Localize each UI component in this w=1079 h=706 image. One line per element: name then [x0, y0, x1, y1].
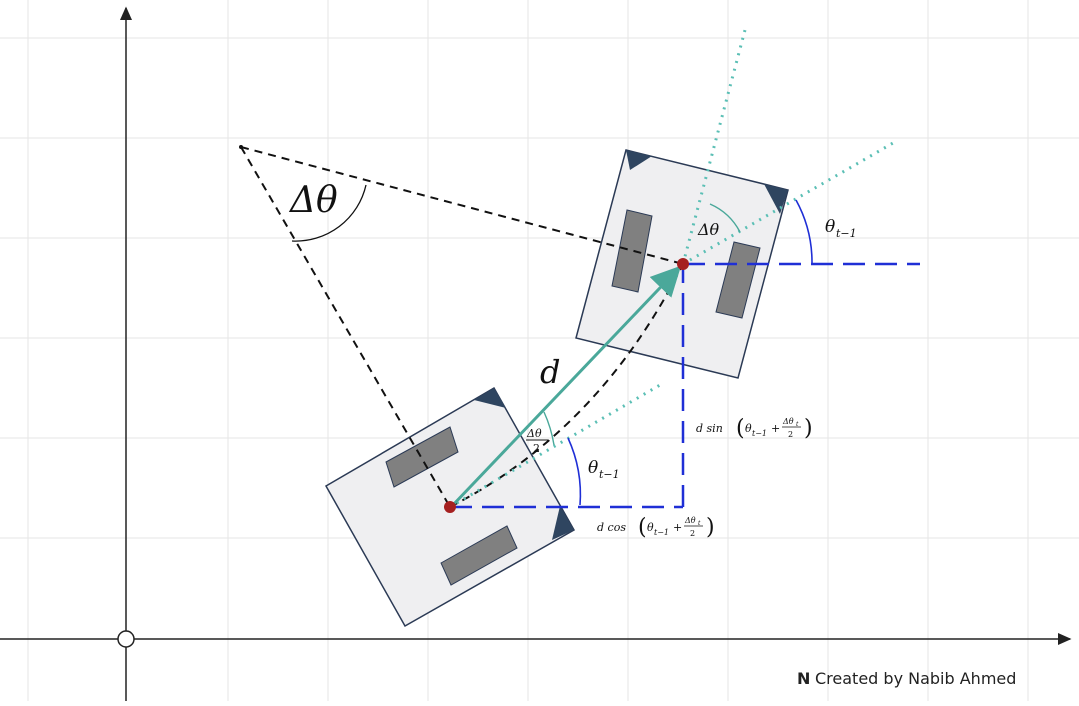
- dcos-plus: +: [673, 521, 682, 534]
- dsin-prefix: d sin: [696, 422, 723, 435]
- half-delta-theta-arc: [543, 411, 555, 446]
- theta-prev-base: θ: [588, 458, 598, 478]
- half-delta-theta-num: Δθ: [526, 427, 542, 440]
- dsin-sub: t−1: [752, 429, 767, 438]
- dcos-prefix: d cos: [597, 521, 626, 534]
- theta-prev-label-lower: θ t−1: [588, 458, 620, 481]
- robot-current-corner-marker-2: [764, 184, 788, 214]
- dcos-theta: θ: [647, 521, 654, 534]
- dsin-theta: θ: [745, 422, 752, 435]
- dcos-sub: t−1: [654, 528, 669, 537]
- robot-current-wheel: [611, 209, 653, 293]
- dcos-label: d cos ( θ t−1 + Δθ t 2 ): [597, 515, 715, 540]
- theta-prev-base: θ: [825, 217, 835, 237]
- dcos-frac-num-sub: t: [698, 520, 701, 527]
- half-delta-theta-den: 2: [533, 442, 540, 455]
- robot-current-wheel: [715, 241, 761, 319]
- robot-previous-corner-marker: [474, 388, 506, 408]
- origin-circle-icon: [117, 630, 135, 648]
- dsin-frac-num: Δθ: [782, 417, 794, 426]
- distance-label: d: [540, 353, 560, 391]
- heading-dotted-lines: [449, 29, 894, 509]
- theta-prev-label-upper: θ t−1: [825, 217, 857, 240]
- credit: N Created by Nabib Ahmed: [797, 669, 1016, 688]
- robot-current-corner-marker: [626, 150, 652, 170]
- robot-previous-wheel: [440, 525, 518, 586]
- icc-point: [239, 145, 243, 149]
- delta-theta-small-label: Δθ: [697, 220, 720, 239]
- position-previous: [444, 501, 456, 513]
- svg-text:): ): [706, 515, 715, 540]
- icc-construction: [240, 146, 684, 508]
- theta-prev-arc-upper: [795, 199, 813, 265]
- delta-theta-arc-small: [709, 203, 741, 233]
- displacement-vector: [450, 265, 682, 508]
- components: [450, 262, 920, 509]
- svg-text:): ): [804, 416, 813, 441]
- dsin-frac-num-sub: t: [796, 421, 799, 428]
- delta-theta-large-label: Δθ: [288, 180, 338, 221]
- dcos-frac-num: Δθ: [684, 516, 696, 525]
- robot-previous-corner-marker-2: [552, 506, 574, 540]
- credit-text: Created by Nabib Ahmed: [815, 669, 1016, 688]
- notion-logo-icon: N: [797, 669, 810, 688]
- dsin-label: d sin ( θ t−1 + Δθ t 2 ): [696, 416, 813, 441]
- svg-text:(: (: [638, 515, 647, 540]
- theta-prev-arc-lower: [567, 437, 582, 506]
- dsin-plus: +: [771, 422, 780, 435]
- dcos-frac-den: 2: [690, 529, 695, 538]
- position-current: [677, 258, 689, 270]
- dsin-frac-den: 2: [788, 430, 793, 439]
- delta-theta-arc-large: [291, 184, 367, 242]
- robot-previous-wheel: [385, 426, 459, 488]
- svg-text:(: (: [736, 416, 745, 441]
- theta-prev-sub: t−1: [836, 227, 857, 240]
- half-delta-theta-label: Δθ 2: [526, 427, 548, 455]
- theta-prev-sub: t−1: [599, 468, 620, 481]
